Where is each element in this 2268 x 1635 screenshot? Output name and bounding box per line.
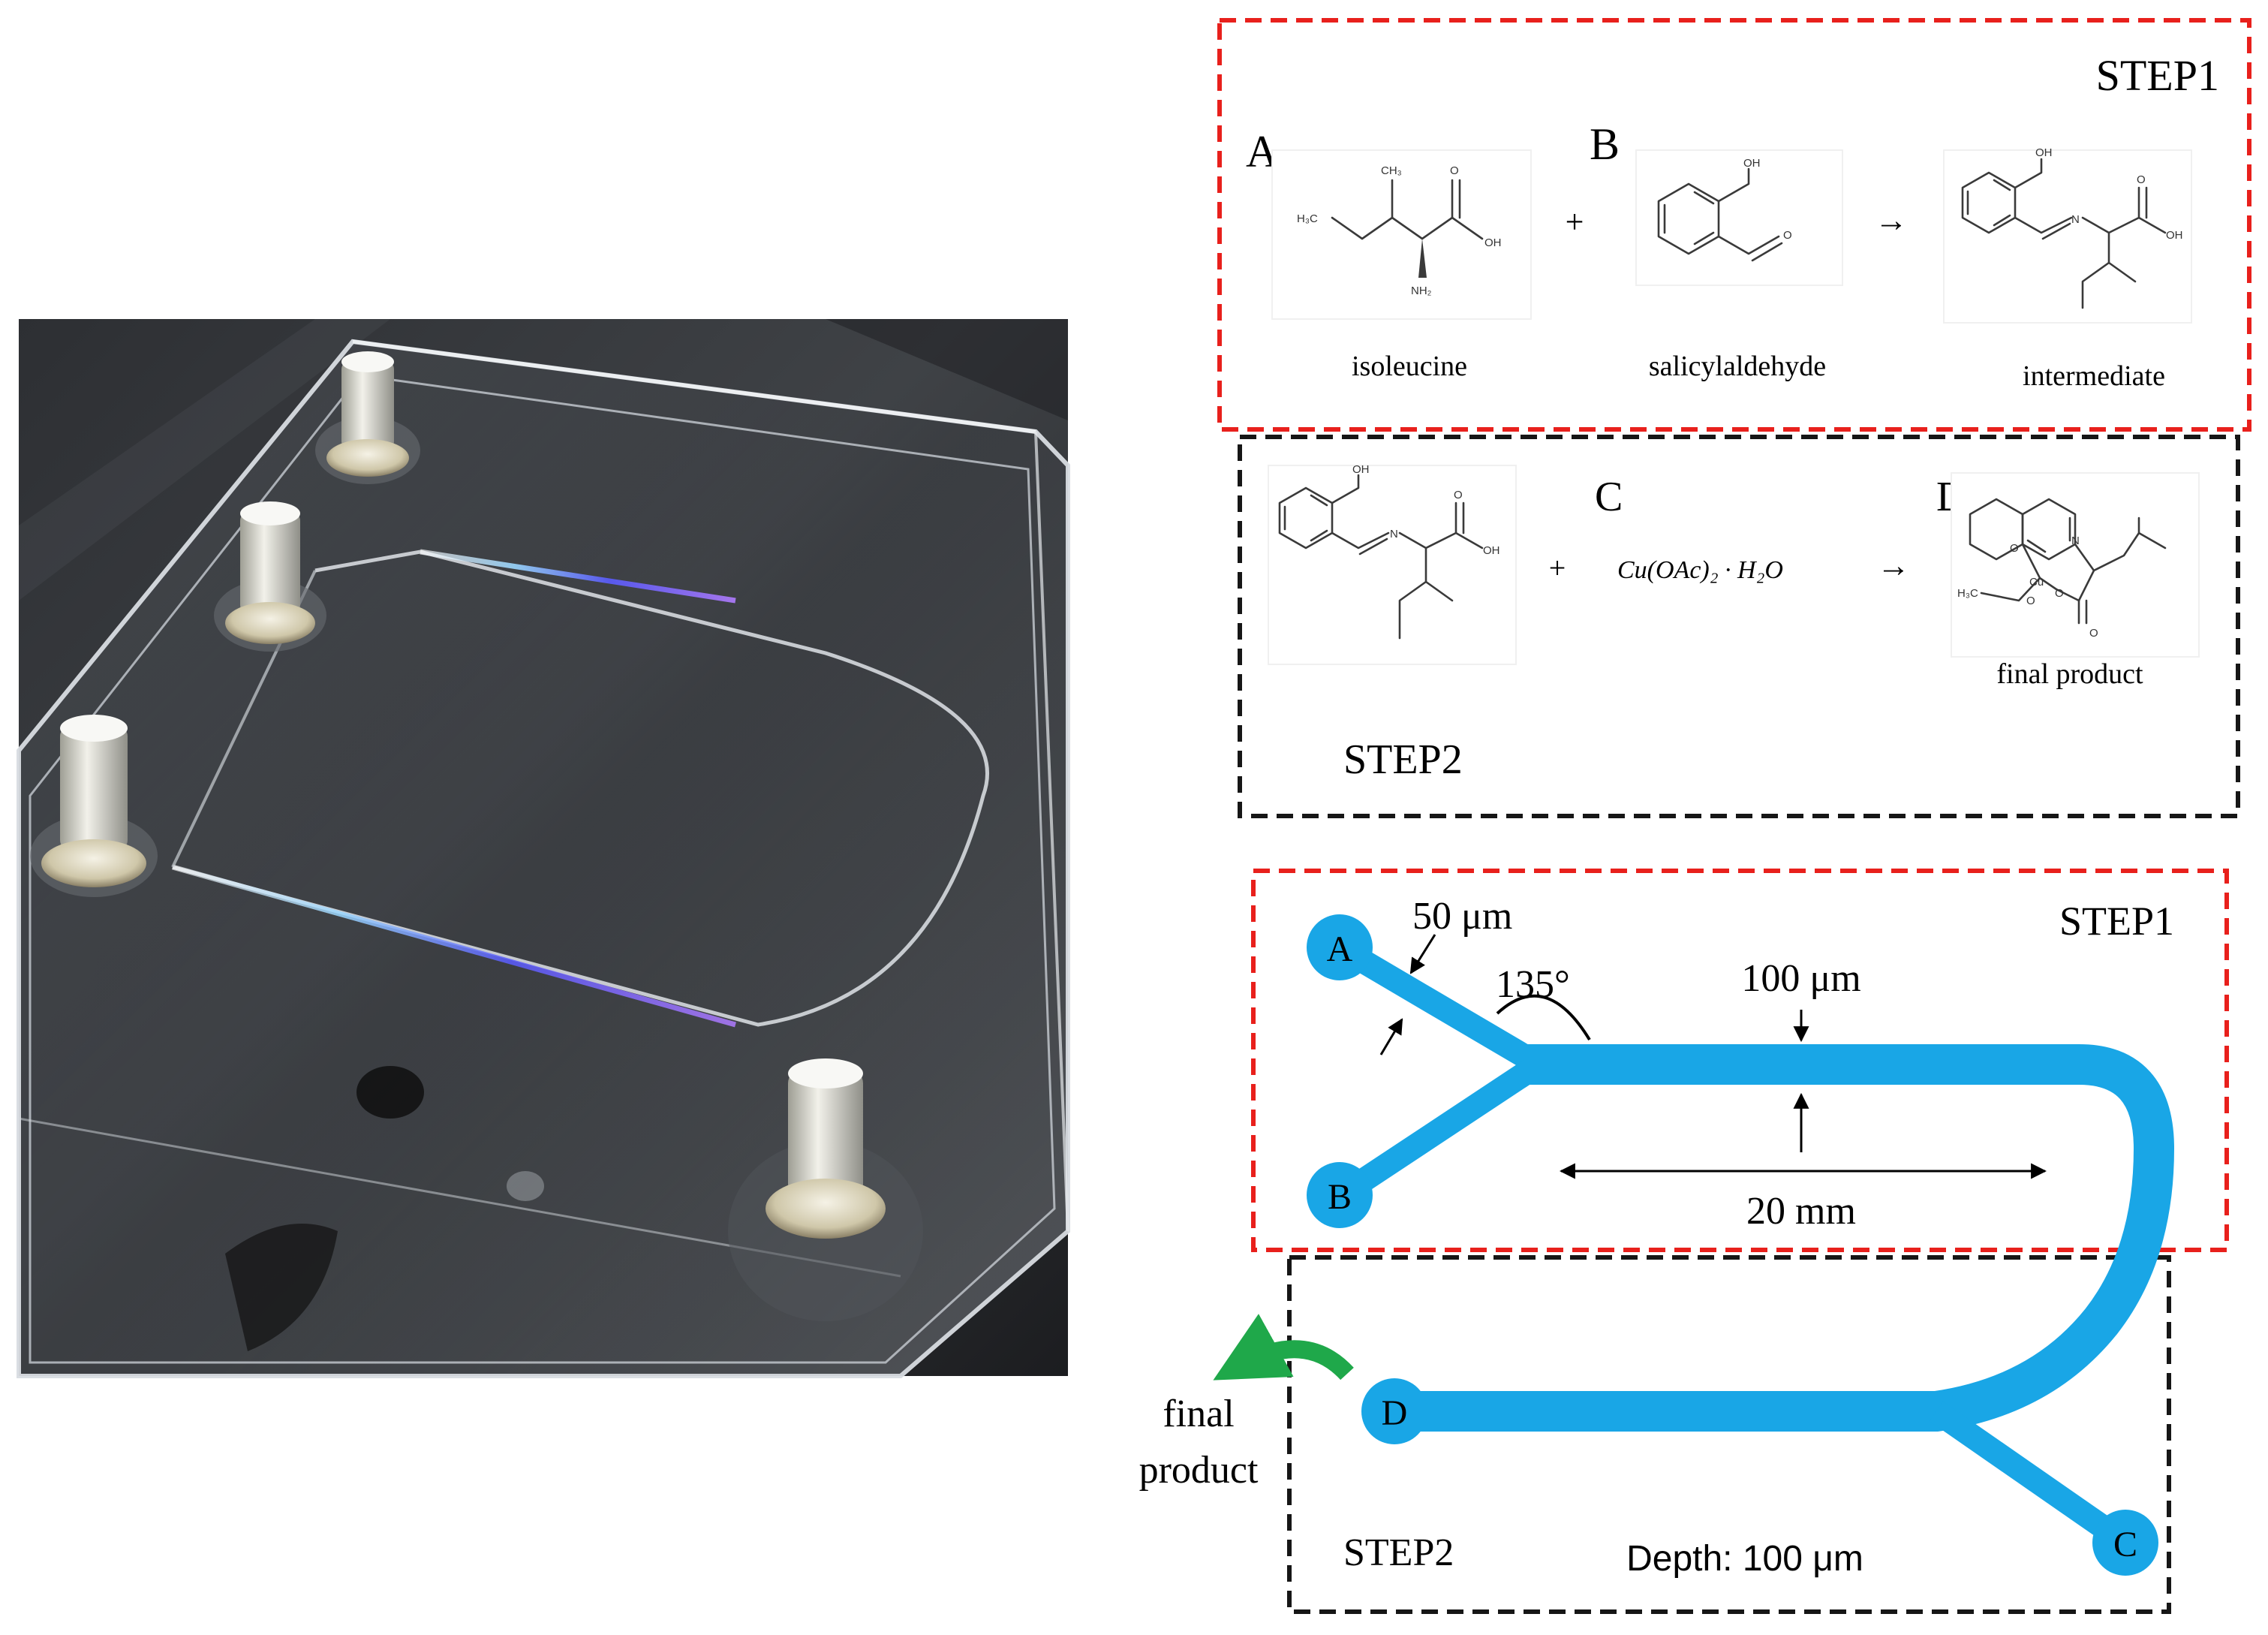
outlet-fitting-d bbox=[728, 1058, 923, 1321]
salicylaldehyde-oh-label: OH bbox=[1743, 157, 1761, 170]
outlet-label-line2: product bbox=[1139, 1449, 1259, 1492]
inlet-port-a bbox=[1307, 914, 1373, 980]
port-c-label: C bbox=[2113, 1525, 2137, 1564]
step2-intermediate-structure: OH N O OH bbox=[1268, 463, 1517, 665]
port-b-label: B bbox=[1328, 1177, 1352, 1217]
isoleucine-structure: H₃C CH₃ O OH NH₂ bbox=[1271, 149, 1532, 320]
step2-intermediate-n-label: N bbox=[1390, 528, 1398, 540]
channel-schematic: STEP1 STEP2 A B C D 50 μm 135° 100 μm 20… bbox=[1139, 869, 2229, 1614]
salicylaldehyde-structure: OH O bbox=[1635, 149, 1843, 286]
step1-reaction-panel: STEP1 A H₃C CH₃ O OH NH₂ isoleucine + B … bbox=[1217, 18, 2251, 432]
step2-intermediate-o-label: O bbox=[1454, 489, 1463, 501]
final-product-n-label: N bbox=[2071, 534, 2080, 547]
intermediate-oh-acid-label: OH bbox=[2166, 229, 2183, 242]
final-product-o-label-1: O bbox=[2010, 542, 2019, 555]
final-product-carbonyl-o-label: O bbox=[2089, 627, 2098, 640]
intermediate-o-label: O bbox=[2137, 173, 2146, 186]
reactant-b-letter: B bbox=[1590, 119, 1620, 169]
depth-label: Depth: 100 μm bbox=[1626, 1539, 1863, 1579]
isoleucine-name: isoleucine bbox=[1352, 351, 1467, 382]
intermediate-structure: OH N O OH bbox=[1943, 146, 2192, 324]
isoleucine-nh2-label: NH₂ bbox=[1411, 285, 1432, 297]
isoleucine-oh-label: OH bbox=[1484, 236, 1502, 249]
intermediate-n-label: N bbox=[2071, 213, 2080, 226]
main-width-label: 100 μm bbox=[1741, 957, 1860, 1000]
outlet-label-line1: final bbox=[1163, 1393, 1234, 1435]
section-length-label: 20 mm bbox=[1746, 1190, 1856, 1233]
schematic-step1-label: STEP1 bbox=[2059, 899, 2174, 944]
isoleucine-ch3-label: CH₃ bbox=[1381, 164, 1402, 177]
inlet-channel-b bbox=[1337, 1054, 1545, 1204]
reactant-c-formula: Cu(OAc)₂ · H₂O bbox=[1617, 556, 1783, 584]
inlet-width-label: 50 μm bbox=[1412, 895, 1512, 938]
schematic-step2-label: STEP2 bbox=[1343, 1531, 1454, 1574]
inlet-fitting-b bbox=[214, 501, 326, 652]
intermediate-oh-label: OH bbox=[2035, 146, 2053, 159]
final-product-h3c-label: H₃C bbox=[1957, 587, 1978, 600]
salicylaldehyde-o-label: O bbox=[1783, 229, 1792, 242]
step1-arrow: → bbox=[1875, 202, 1908, 239]
inlet-fitting-a bbox=[315, 351, 420, 484]
step2-arrow: → bbox=[1877, 547, 1910, 584]
final-product-o-label-3: O bbox=[2055, 587, 2064, 600]
step2-intermediate-oh-acid-label: OH bbox=[1483, 544, 1500, 557]
intermediate-name: intermediate bbox=[2023, 360, 2165, 392]
isoleucine-h3c-label: H₃C bbox=[1297, 212, 1318, 225]
isoleucine-o-label: O bbox=[1450, 164, 1459, 177]
step2-intermediate-oh-label: OH bbox=[1352, 463, 1370, 476]
inlet-channel-a bbox=[1337, 939, 1545, 1075]
final-product-name: final product bbox=[1996, 658, 2143, 690]
inlet-fitting-c bbox=[30, 715, 158, 897]
inlet-width-arrow-bottom bbox=[1379, 1018, 1403, 1055]
final-product-cu-label: Cu bbox=[2029, 576, 2044, 589]
final-product-structure: O Cu O H₃C O O N bbox=[1951, 472, 2200, 658]
chip-photo bbox=[17, 319, 1070, 1378]
inlet-channel-c bbox=[1929, 1401, 2133, 1553]
main-serpentine-channel bbox=[1396, 1044, 2174, 1432]
step1-plus: + bbox=[1566, 203, 1584, 240]
step2-title: STEP2 bbox=[1343, 736, 1463, 783]
final-product-o-label-2: O bbox=[2026, 595, 2035, 607]
step2-plus: + bbox=[1549, 551, 1566, 585]
step1-title: STEP1 bbox=[2096, 51, 2219, 100]
inlet-port-b bbox=[1307, 1162, 1373, 1228]
reactant-c-letter: C bbox=[1595, 474, 1623, 520]
junction-angle-arc bbox=[1496, 994, 1591, 1041]
junction-angle-label: 135° bbox=[1496, 963, 1570, 1006]
outlet-flow-arrow bbox=[1213, 1314, 1354, 1381]
salicylaldehyde-name: salicylaldehyde bbox=[1649, 351, 1826, 382]
step2-reaction-panel: STEP2 OH N O OH + C Cu(OAc)₂ · H₂O → D bbox=[1238, 435, 2240, 818]
inlet-port-c bbox=[2092, 1510, 2158, 1576]
port-a-label: A bbox=[1327, 929, 1353, 969]
inlet-width-arrow-top bbox=[1409, 934, 1436, 974]
port-d-label: D bbox=[1382, 1393, 1408, 1433]
outlet-port-d bbox=[1361, 1378, 1427, 1444]
